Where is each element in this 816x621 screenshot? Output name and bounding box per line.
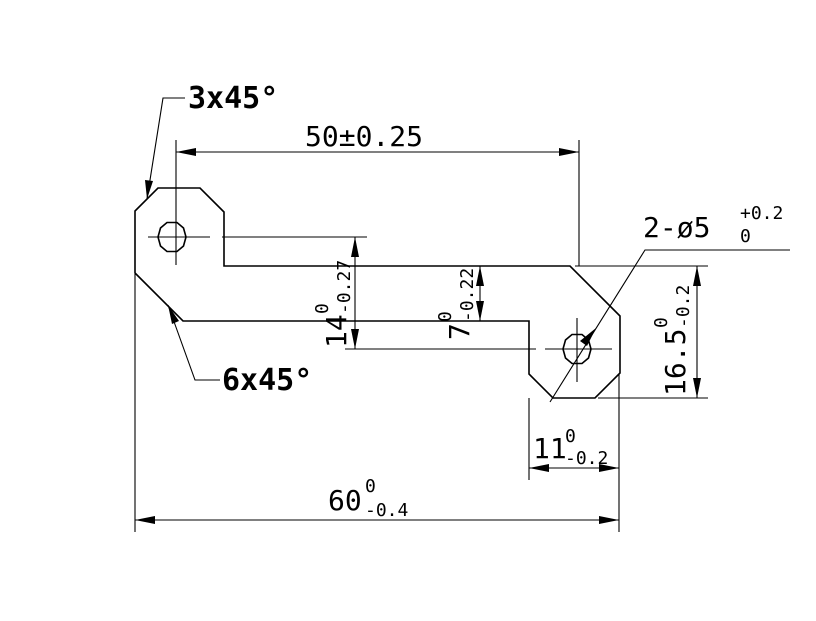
tab-width-nominal: 11 (533, 432, 567, 465)
tab-width-upper: 0 (565, 426, 576, 447)
hole-tolerance-upper: +0.2 (740, 203, 783, 224)
left-height-nominal: 14 (320, 314, 353, 348)
hole-tolerance-lower: 0 (740, 226, 751, 247)
tab-width-lower: -0.2 (565, 448, 608, 469)
center-width-upper: 0 (435, 311, 456, 322)
overall-length-upper: 0 (365, 476, 376, 497)
hole-dimension-prefix: 2-ø5 (643, 211, 710, 244)
overall-length-lower: -0.4 (365, 500, 408, 521)
part-outline (134, 187, 621, 399)
right-hole (345, 318, 612, 382)
left-height-lower: -0.27 (334, 260, 355, 314)
leader-lines (145, 97, 790, 403)
dimension-lines (135, 148, 701, 524)
extension-lines (134, 140, 708, 532)
center-distance-label: 50±0.25 (305, 120, 423, 153)
center-width-lower: -0.22 (457, 268, 478, 322)
center-width-nominal: 7 (443, 323, 476, 340)
left-height-upper: 0 (312, 303, 333, 314)
chamfer-small-label: 3x45° (188, 81, 278, 116)
chamfer-large-label: 6x45° (222, 363, 312, 398)
overall-length-nominal: 60 (328, 484, 362, 517)
right-height-nominal: 16.5 (659, 329, 692, 396)
right-height-upper: 0 (651, 317, 672, 328)
right-height-lower: -0.2 (673, 285, 694, 328)
left-hole (148, 188, 367, 265)
